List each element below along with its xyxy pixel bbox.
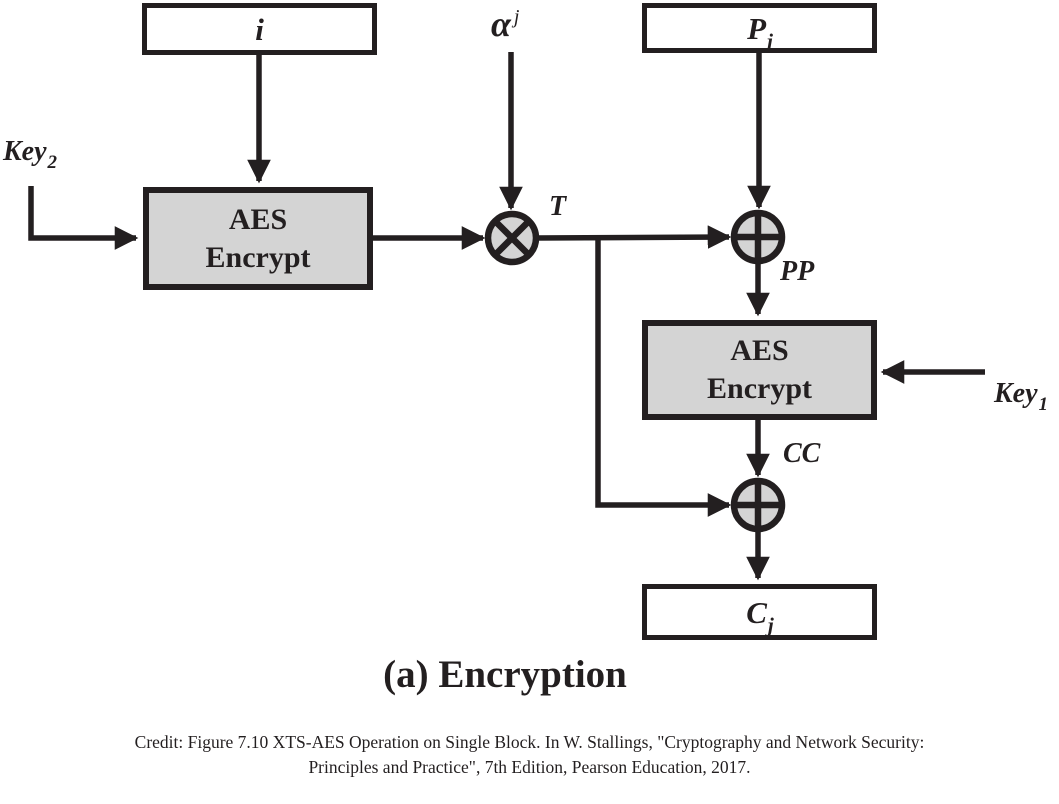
i-input-box: i [142, 3, 377, 55]
xor-operator-2-icon [730, 477, 786, 533]
xor-operator-1-icon [730, 209, 786, 265]
arrow-key2-to-aes-top [28, 186, 139, 250]
credit-text: Credit: Figure 7.10 XTS-AES Operation on… [0, 730, 1059, 780]
cj-label: Cj [746, 594, 774, 637]
key1-label: Key1 [994, 378, 1049, 415]
aes-encrypt-bottom-label: AES Encrypt [707, 334, 812, 405]
pp-label: PP [780, 256, 815, 287]
multiply-operator-icon [484, 210, 540, 266]
aes-encrypt-bottom-box: AES Encrypt [642, 320, 877, 420]
cc-label: CC [783, 438, 821, 469]
credit-line-2: Principles and Practice", 7th Edition, P… [308, 756, 751, 777]
credit-line-1: Credit: Figure 7.10 XTS-AES Operation on… [134, 732, 925, 752]
aes-encrypt-top-box: AES Encrypt [143, 187, 373, 290]
key2-label: Key2 [3, 136, 58, 173]
aes-encrypt-top-label: AES Encrypt [205, 202, 311, 274]
plaintext-pj-box: Pj [642, 3, 877, 53]
figure-caption: (a) Encryption [383, 653, 627, 696]
ciphertext-cj-box: Cj [642, 584, 877, 640]
arrow-t-to-xor1 [535, 225, 732, 249]
t-label: T [549, 191, 567, 222]
i-label: i [255, 11, 264, 47]
arrow-t-branch-to-xor2 [595, 238, 732, 517]
pj-label: Pj [747, 10, 773, 53]
